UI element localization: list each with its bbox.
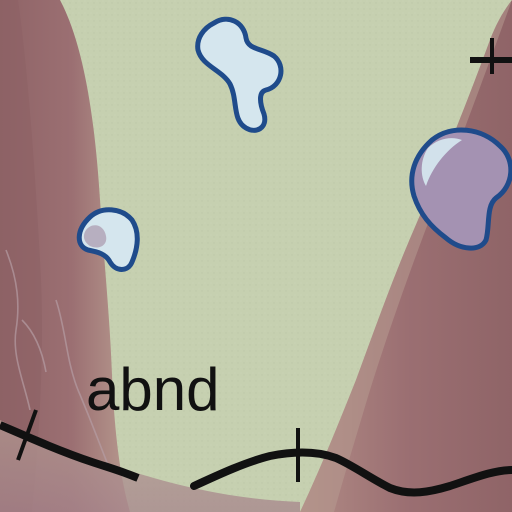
lake-top (195, 16, 284, 133)
lake-left-shadow (83, 225, 107, 248)
place-label: abnd (86, 356, 220, 423)
route-tick-left (16, 409, 38, 461)
left-relief-detail (5, 249, 111, 471)
lake-right-highlight (421, 138, 462, 186)
route-line-main (190, 448, 512, 497)
bottom-relief (0, 420, 300, 512)
lake-left (76, 207, 140, 272)
left-relief-band-shadow (0, 0, 43, 512)
route-line-left (0, 421, 140, 482)
